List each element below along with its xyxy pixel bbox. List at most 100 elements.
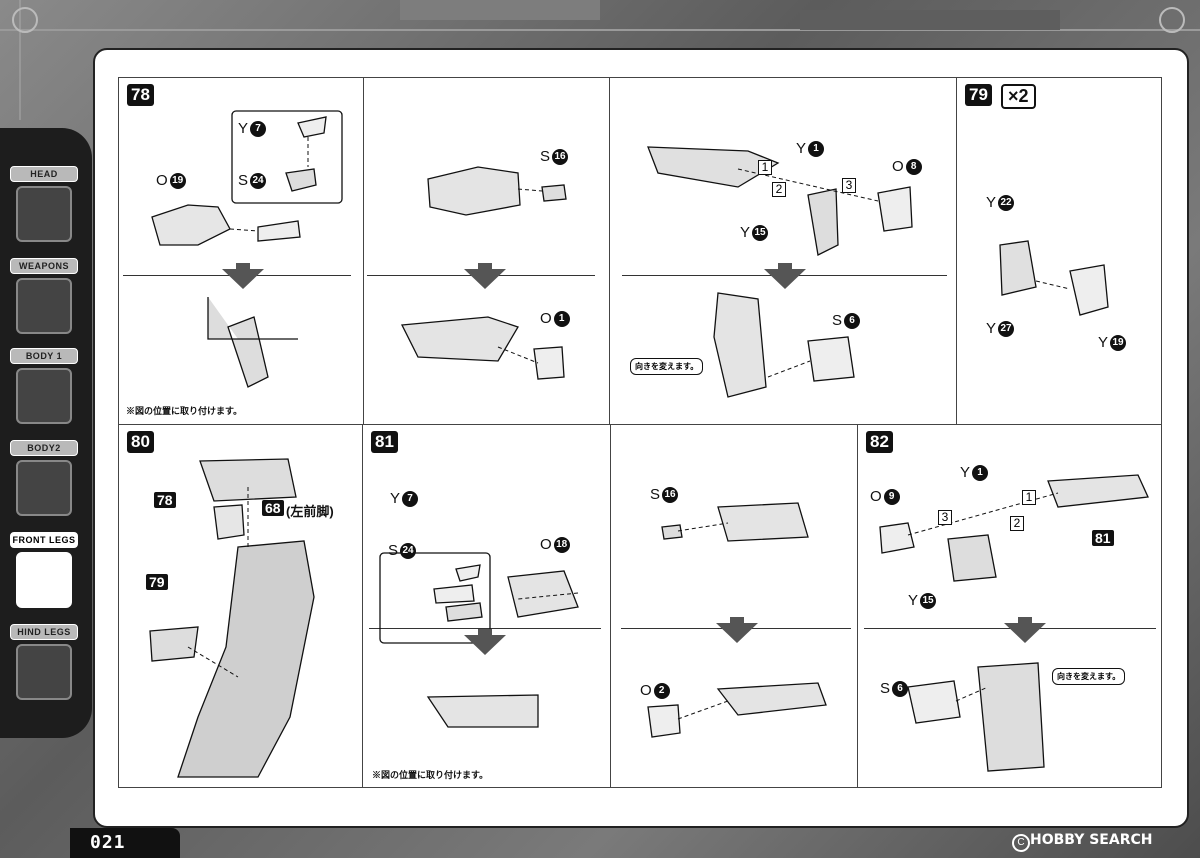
part-number: 7: [402, 490, 419, 507]
part-runner: Y: [986, 320, 997, 337]
part-label-o18: O 18: [540, 536, 570, 553]
step-number: 79: [965, 84, 992, 106]
step-number: 82: [866, 431, 893, 453]
part-runner: Y: [908, 592, 919, 609]
part-number: 24: [250, 172, 267, 189]
part-number: 24: [400, 542, 417, 559]
tab-hind-legs-label: HIND LEGS: [10, 624, 78, 640]
tab-body1-label: BODY 1: [10, 348, 78, 364]
step-number: 81: [371, 431, 398, 453]
part-label-o19: O 19: [156, 172, 186, 189]
column-divider: [610, 425, 611, 787]
section-sidebar: HEAD WEAPONS BODY 1 BODY2 FRONT LEGS HIN…: [0, 128, 92, 738]
part-runner: Y: [986, 194, 997, 211]
part-number: 2: [653, 682, 670, 699]
part-number: 16: [552, 148, 569, 165]
part-runner: Y: [238, 120, 249, 137]
part-number: 7: [250, 120, 267, 137]
tab-body1[interactable]: BODY 1: [10, 348, 78, 424]
part-runner: S: [832, 312, 843, 329]
sequence-box: 3: [938, 510, 952, 525]
placement-note: ※図の位置に取り付けます。: [372, 770, 489, 780]
part-label-o8: O 8: [892, 158, 922, 175]
tab-weapons-label: WEAPONS: [10, 258, 78, 274]
tab-body2[interactable]: BODY2: [10, 440, 78, 516]
sequence-box: 2: [772, 182, 786, 197]
part-runner: S: [880, 680, 891, 697]
part-runner: S: [238, 172, 249, 189]
part-label-y1: Y 1: [960, 464, 989, 481]
assembly-drawings: [149, 110, 1149, 778]
part-runner: Y: [796, 140, 807, 157]
sequence-box: 2: [1010, 516, 1024, 531]
column-divider: [363, 78, 364, 425]
part-label-s24: S 24: [388, 542, 417, 559]
part-runner: O: [892, 158, 904, 175]
sequence-box: 1: [758, 160, 772, 175]
tab-front-legs-label: FRONT LEGS: [10, 532, 78, 548]
tab-weapons[interactable]: WEAPONS: [10, 258, 78, 334]
weapons-icon: [16, 278, 72, 334]
part-label-s16: S 16: [540, 148, 569, 165]
part-number: 18: [553, 536, 570, 553]
reference-step-79: 79: [146, 574, 168, 590]
part-runner: O: [156, 172, 168, 189]
part-runner: S: [388, 542, 399, 559]
part-number: 16: [662, 486, 679, 503]
sequence-box: 1: [1022, 490, 1036, 505]
hind-legs-icon: [16, 644, 72, 700]
part-runner: O: [640, 682, 652, 699]
divider: [369, 628, 601, 629]
reference-step-81: 81: [1092, 530, 1114, 546]
part-label-s24: S 24: [238, 172, 267, 189]
part-label-y7: Y 7: [390, 490, 419, 507]
multiplier-badge: ×2: [1001, 84, 1036, 109]
tab-head[interactable]: HEAD: [10, 166, 78, 242]
part-number: 1: [808, 140, 825, 157]
page-number-bar: [70, 828, 180, 858]
part-runner: Y: [390, 490, 401, 507]
part-runner: O: [870, 488, 882, 505]
reference-step-78: 78: [154, 492, 176, 508]
page-number: 021: [90, 832, 126, 853]
front-legs-icon: [16, 552, 72, 608]
tab-hind-legs[interactable]: HIND LEGS: [10, 624, 78, 700]
sequence-box: 3: [842, 178, 856, 193]
part-number: 19: [169, 172, 186, 189]
rotate-callout: 向きを変えます。: [630, 358, 704, 375]
part-runner: S: [540, 148, 551, 165]
part-label-s6: S 6: [880, 680, 909, 697]
placement-note: ※図の位置に取り付けます。: [126, 406, 243, 416]
part-label-y15: Y 15: [908, 592, 937, 609]
reference-note: (左前脚): [286, 504, 334, 519]
part-label-y19: Y 19: [1098, 334, 1127, 351]
copyright-icon: C: [1012, 834, 1030, 852]
part-label-s16: S 16: [650, 486, 679, 503]
part-runner: O: [540, 310, 552, 327]
part-number: 15: [920, 592, 937, 609]
head-icon: [16, 186, 72, 242]
part-runner: Y: [740, 224, 751, 241]
part-runner: O: [540, 536, 552, 553]
tab-head-label: HEAD: [10, 166, 78, 182]
step-81-panel: 81: [362, 424, 859, 788]
body2-icon: [16, 460, 72, 516]
part-number: 8: [905, 158, 922, 175]
part-number: 22: [998, 194, 1015, 211]
step-number: 78: [127, 84, 154, 106]
part-runner: Y: [1098, 334, 1109, 351]
part-label-y22: Y 22: [986, 194, 1015, 211]
step-number: 80: [127, 431, 154, 453]
part-number: 1: [972, 464, 989, 481]
step-79-panel: 79 ×2: [956, 77, 1162, 426]
part-label-o9: O 9: [870, 488, 900, 505]
part-number: 6: [844, 312, 861, 329]
column-divider: [609, 78, 610, 425]
rotate-callout: 向きを変えます。: [1052, 668, 1126, 685]
tab-front-legs[interactable]: FRONT LEGS: [10, 532, 78, 608]
part-number: 15: [752, 224, 769, 241]
part-label-y1: Y 1: [796, 140, 825, 157]
watermark: HOBBY SEARCH: [1030, 832, 1153, 848]
part-label-o2: O 2: [640, 682, 670, 699]
